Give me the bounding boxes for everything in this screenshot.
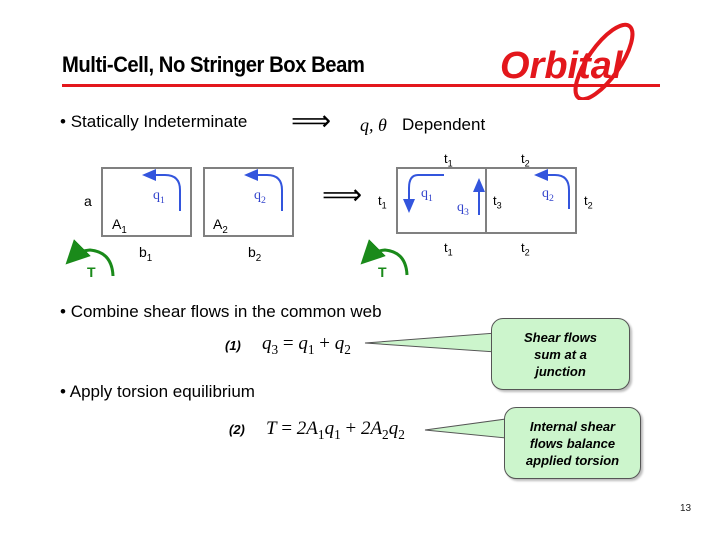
t1-left-label: t1	[378, 193, 387, 211]
callout-1-pointer	[364, 332, 497, 353]
q3-label: q3	[457, 200, 469, 218]
common-web-divider	[485, 167, 487, 234]
torque-arrow-right-icon	[360, 239, 409, 276]
cell-2-box	[203, 167, 294, 237]
area-a2-label: A2	[213, 216, 228, 236]
callout-shear-flows-sum: Shear flows sum at a junction	[491, 318, 630, 390]
bullet-combine-shear-flows: • Combine shear flows in the common web	[60, 302, 382, 321]
q2-right-label: q2	[542, 186, 554, 204]
width-b2-label: b2	[248, 244, 262, 264]
bullet-dot: •	[60, 302, 71, 321]
torque-label-right: T	[378, 264, 387, 280]
callout-2-pointer	[424, 418, 507, 439]
q1-right-flow-arrow-icon	[403, 174, 444, 213]
q2-flow-arrow-icon	[244, 169, 283, 211]
q1-label: q1	[153, 188, 165, 206]
q1-right-label: q1	[421, 186, 433, 204]
equation-1-number: (1)	[225, 338, 241, 353]
torque-arrow-left-icon	[65, 239, 115, 277]
equation-1: q3 = q1 + q2	[262, 333, 351, 357]
bullet-statically-indeterminate: • Statically Indeterminate	[60, 112, 248, 131]
bullet-dot: •	[60, 382, 70, 401]
logo-text: Orbital	[500, 45, 624, 87]
cell-1-box	[101, 167, 192, 237]
width-b1-label: b1	[139, 244, 153, 264]
title-underline	[62, 84, 660, 87]
area-a1-label: A1	[112, 216, 127, 236]
implies-arrow-icon: ⟹	[291, 105, 332, 136]
callout-internal-shear-balance: Internal shear flows balance applied tor…	[504, 407, 641, 479]
bullet-apply-torsion-equilibrium: • Apply torsion equilibrium	[60, 382, 255, 401]
t1-top-label: t1	[444, 151, 453, 169]
page-title: Multi-Cell, No Stringer Box Beam	[62, 52, 365, 77]
q1-flow-arrow-icon	[142, 169, 181, 211]
equation-2: T = 2A1q1 + 2A2q2	[266, 418, 405, 442]
t3-middle-label: t3	[493, 193, 502, 211]
height-label-a: a	[84, 193, 92, 209]
t1-bottom-label: t1	[444, 240, 453, 258]
t2-top-label: t2	[521, 151, 530, 169]
t2-right-label: t2	[584, 193, 593, 211]
orbital-logo: Orbital	[500, 22, 635, 100]
implies-arrow-diagram-icon: ⟹	[322, 179, 363, 210]
q2-right-flow-arrow-icon	[534, 169, 570, 209]
equation-2-number: (2)	[229, 422, 245, 437]
t2-bottom-label: t2	[521, 240, 530, 258]
torque-label-left: T	[87, 264, 96, 280]
page-number: 13	[680, 503, 692, 514]
q2-label: q2	[254, 188, 266, 206]
q-theta-symbol: q, θ	[360, 115, 387, 135]
dependent-text: Dependent	[402, 115, 486, 134]
bullet-dot: •	[60, 112, 71, 131]
